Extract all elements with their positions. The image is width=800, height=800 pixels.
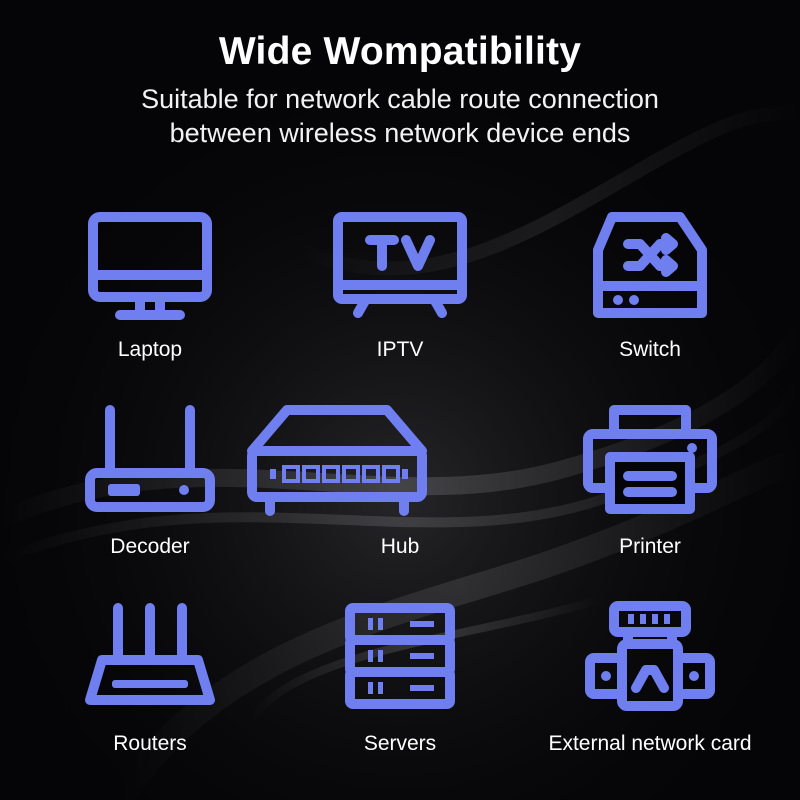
device-iptv: IPTV [267,210,533,361]
device-label-switch: Switch [619,338,681,361]
device-laptop: Laptop [17,210,283,361]
device-hub: Hub [247,403,533,558]
printer-icon [583,405,717,514]
subtitle-line-1: Suitable for network cable route connect… [141,84,659,114]
server-icon [345,603,455,709]
device-printer: Printer [517,403,783,558]
header: Wide Wompatibility Suitable for network … [0,30,800,150]
hub-icon [247,405,427,516]
subtitle-line-2: between wireless network device ends [169,118,631,148]
tv-icon [333,212,467,318]
device-switch: Switch [517,210,783,361]
device-label-servers: Servers [363,732,437,755]
network-card-icon [585,601,715,711]
device-routers: Routers [17,600,283,755]
device-label-iptv: IPTV [376,338,424,361]
router-icon [85,603,215,705]
device-label-routers: Routers [113,732,187,755]
decoder-icon [85,405,215,512]
device-decoder: Decoder [17,403,283,558]
device-label-external-network-card: External network card [548,732,752,755]
device-label-printer: Printer [619,535,681,558]
device-label-hub: Hub [380,535,420,558]
device-label-laptop: Laptop [117,338,183,361]
page-title: Wide Wompatibility [218,30,582,73]
switch-icon [593,212,707,318]
monitor-icon [88,212,212,320]
device-servers: Servers [267,600,533,755]
device-external-network-card: External network card [517,600,783,755]
device-label-decoder: Decoder [110,535,190,558]
